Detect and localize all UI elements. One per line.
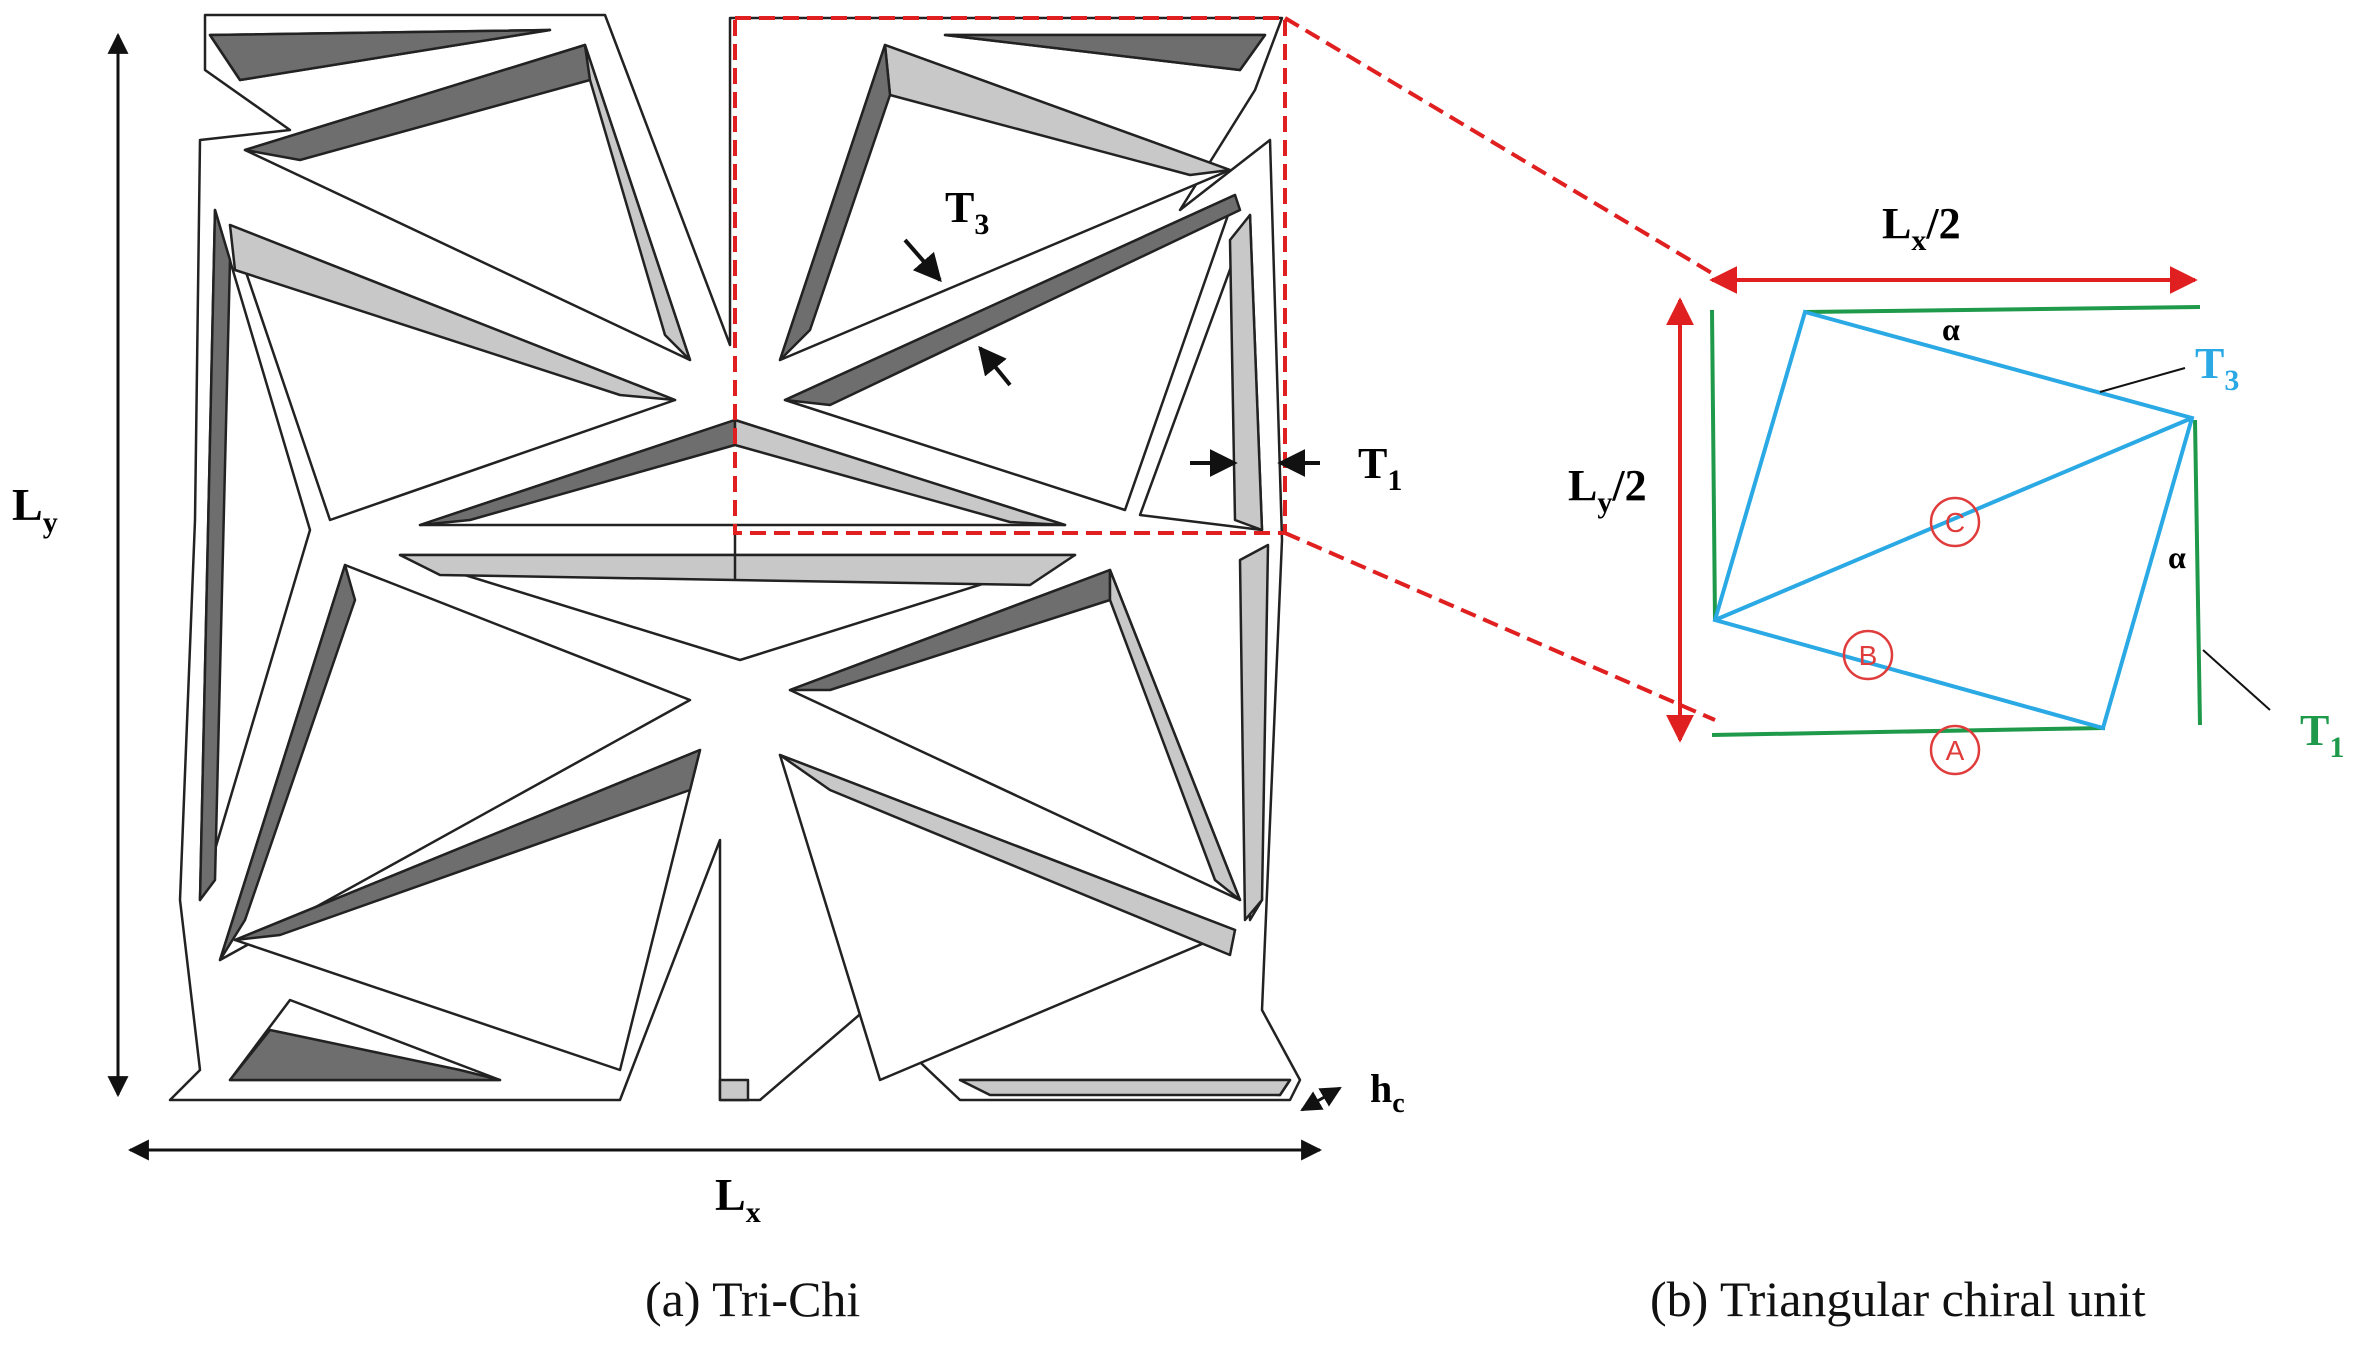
- t3-leader: [2099, 367, 2186, 393]
- t1-leader: [2202, 649, 2271, 711]
- highlight-box: [733, 16, 1287, 535]
- hole-shadow: [198, 208, 232, 902]
- wall-right: [2193, 419, 2202, 726]
- highlight-connector-bottom: [1284, 531, 1716, 722]
- hc-arrow: [1300, 1086, 1342, 1112]
- hole-shadow: [1238, 543, 1270, 922]
- wall-left: [1710, 309, 1717, 621]
- hole-shadow: [783, 193, 1242, 407]
- tri-chi-structure: [168, 13, 1302, 1102]
- wall-bottom-a: [1711, 726, 2106, 737]
- hc-label: hc: [1370, 1066, 1405, 1119]
- t1-label-structure: T1: [1358, 439, 1402, 497]
- hole-shadow: [233, 748, 702, 942]
- t3-arrow-lower: [978, 345, 1012, 387]
- wall-top: [1804, 305, 2201, 314]
- caption-a: (a) Tri-Chi: [645, 1271, 860, 1327]
- t3-label-structure: T3: [945, 183, 989, 241]
- hole-shadow: [208, 28, 552, 82]
- caption-b: (b) Triangular chiral unit: [1650, 1271, 2146, 1327]
- marker-b: B: [1842, 629, 1894, 681]
- highlight-connector-top: [1283, 16, 1717, 277]
- t3-arrow-upper: [903, 238, 942, 283]
- hole-shadow: [943, 33, 1267, 72]
- alpha-top-label: α: [1942, 311, 1960, 347]
- marker-a: A: [1929, 724, 1981, 776]
- ligament-diagonal-c: [1714, 416, 2193, 622]
- t3-label-unit: T3: [2195, 339, 2239, 397]
- hole-shadow: [228, 1028, 502, 1082]
- svg-text:B: B: [1859, 640, 1878, 671]
- lx2-label: Lx/2: [1882, 199, 1961, 257]
- svg-text:A: A: [1946, 735, 1965, 766]
- t3-ligaments: [1712, 309, 2195, 731]
- t1-walls: [1710, 305, 2202, 737]
- bottom-post: [718, 1078, 750, 1102]
- hole-shadow: [958, 1078, 1292, 1097]
- ly2-label: Ly/2: [1568, 461, 1647, 519]
- alpha-right-label: α: [2168, 539, 2186, 575]
- hole-shadow: [1108, 568, 1242, 902]
- hole-shadow: [228, 223, 677, 402]
- marker-c: C: [1929, 496, 1981, 548]
- ly-label: Ly: [12, 479, 58, 539]
- hole-shadow: [778, 43, 892, 362]
- svg-text:C: C: [1945, 507, 1965, 538]
- lx-label: Lx: [715, 1169, 761, 1229]
- hole-shadow: [778, 753, 1237, 957]
- hole-shadow: [398, 553, 1077, 587]
- hole-shadow: [1228, 213, 1264, 532]
- ligament-quad: [1712, 309, 2195, 731]
- hole-shadow: [583, 43, 692, 362]
- zoom-highlight: [733, 16, 1717, 722]
- t1-label-unit: T1: [2300, 706, 2344, 764]
- hole-shadow: [218, 563, 357, 962]
